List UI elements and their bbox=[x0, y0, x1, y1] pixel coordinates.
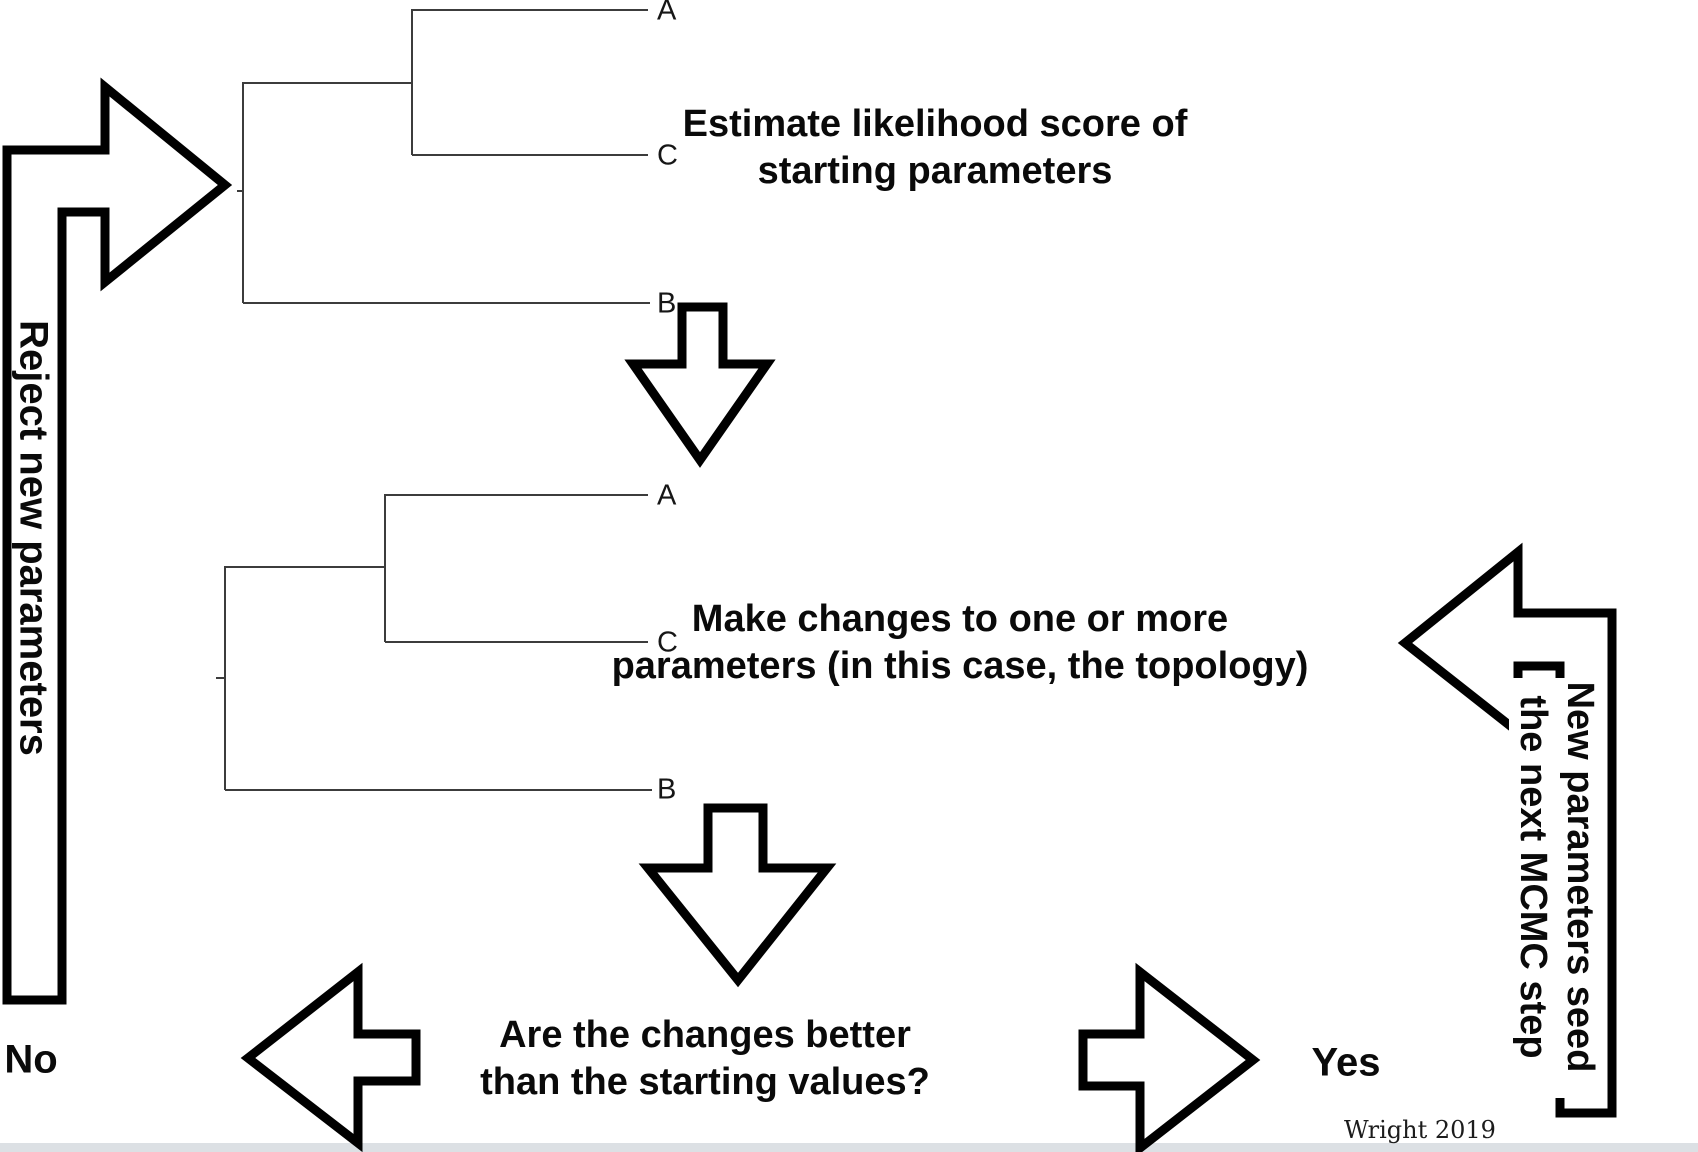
down-arrow-1 bbox=[624, 302, 776, 468]
yes-arrow bbox=[1078, 962, 1261, 1152]
tree2-tip-a: A bbox=[657, 479, 677, 512]
no-arrow bbox=[240, 962, 421, 1152]
step-make-line2: parameters (in this case, the topology) bbox=[611, 645, 1309, 687]
step-make-line1: Make changes to one or more bbox=[691, 598, 1229, 640]
tree1-tip-a: A bbox=[657, 0, 677, 27]
accept-caption-line2: the next MCMC step bbox=[1512, 695, 1554, 1059]
answer-yes: Yes bbox=[1311, 1040, 1381, 1085]
down-arrow-2 bbox=[638, 803, 837, 988]
step-estimate-line1: Estimate likelihood score of bbox=[682, 103, 1188, 145]
question-line1: Are the changes better bbox=[499, 1014, 911, 1056]
step-make-text: Make changes to one or more parameters (… bbox=[612, 596, 1309, 690]
step-estimate-text: Estimate likelihood score of starting pa… bbox=[683, 101, 1188, 195]
question-line2: than the starting values? bbox=[480, 1061, 930, 1103]
accept-loop-caption: New parameters seed the next MCMC step bbox=[1509, 652, 1603, 1102]
answer-no: No bbox=[4, 1037, 58, 1082]
footer-strip bbox=[0, 1143, 1698, 1152]
tree1-tip-c: C bbox=[657, 139, 678, 172]
tree2-tip-c: C bbox=[657, 626, 678, 659]
step-estimate-line2: starting parameters bbox=[757, 150, 1113, 192]
accept-caption-line1: New parameters seed bbox=[1559, 681, 1601, 1073]
tree2-branches bbox=[216, 494, 652, 791]
question-text: Are the changes better than the starting… bbox=[480, 1012, 930, 1106]
reject-loop-arrow bbox=[2, 77, 233, 1005]
credit-text: Wright 2019 bbox=[1344, 1116, 1496, 1144]
reject-loop-caption: Reject new parameters bbox=[11, 320, 56, 756]
accept-caption-backing bbox=[1509, 678, 1603, 1098]
tree1-branches bbox=[237, 9, 650, 304]
tree2-tip-b: B bbox=[657, 773, 677, 806]
tree1-tip-b: B bbox=[657, 287, 677, 320]
